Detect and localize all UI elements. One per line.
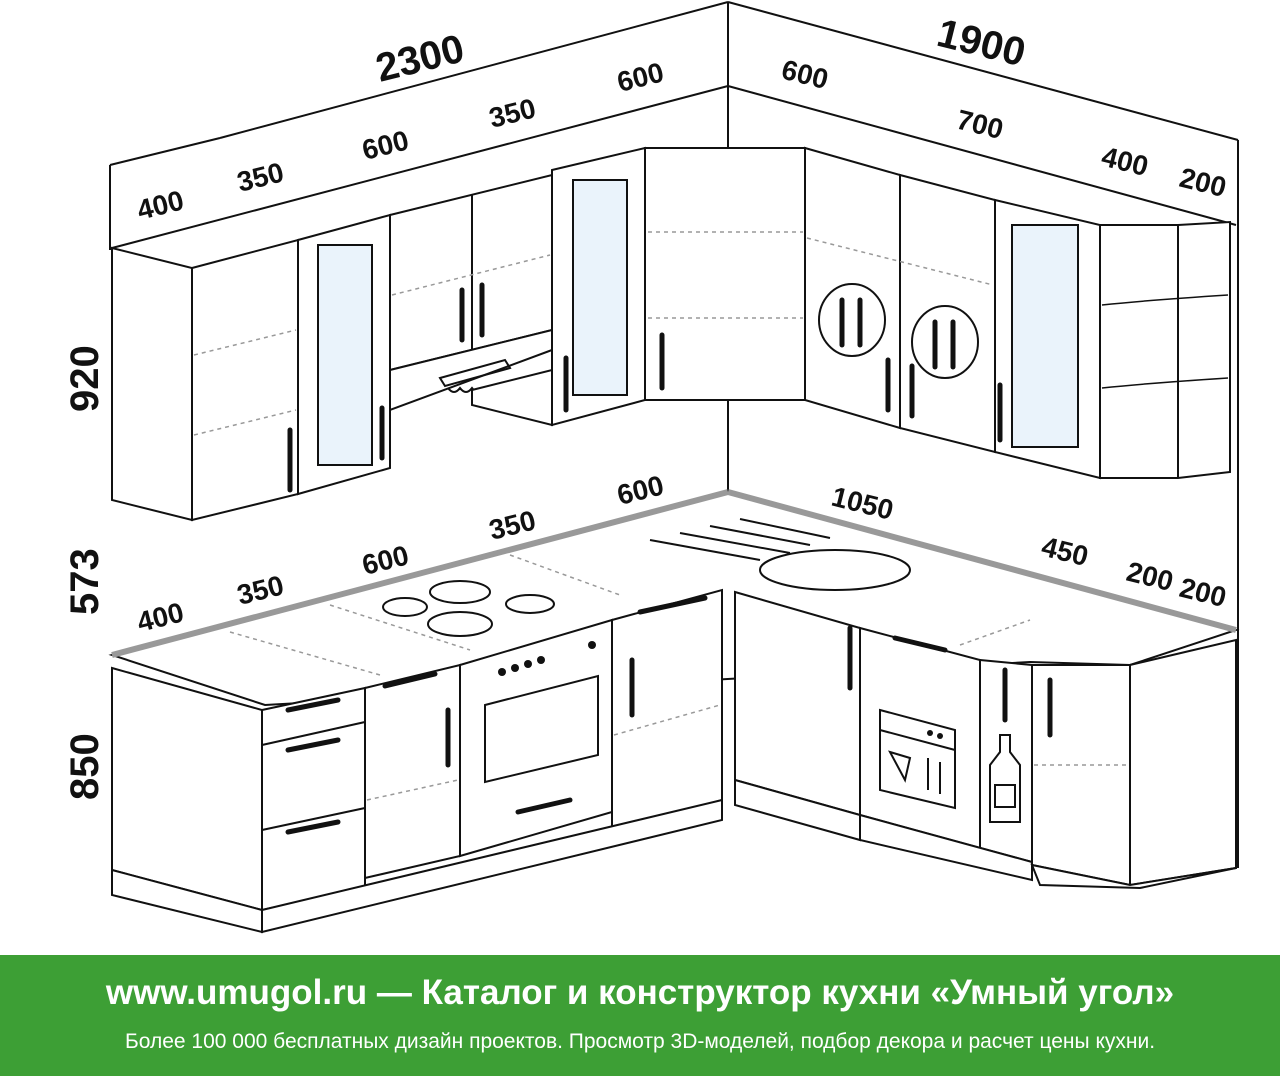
wall-outline xyxy=(109,1,1239,868)
dimension-lower-right-3: 200 xyxy=(1124,556,1177,597)
base-cabinets-left xyxy=(111,588,723,934)
dimension-wall-left: 2300 xyxy=(372,27,469,91)
dimension-upper-left-4: 350 xyxy=(486,92,539,133)
dimension-upper-left-1: 400 xyxy=(134,184,187,225)
dimension-lower-right-2: 450 xyxy=(1039,531,1092,572)
dimension-lower-left-1: 400 xyxy=(134,596,187,637)
dimension-upper-right-1: 600 xyxy=(779,54,832,95)
dimension-upper-left-2: 350 xyxy=(234,156,287,197)
glass-door-right xyxy=(1011,224,1079,448)
upper-cabinets-left xyxy=(111,146,806,522)
dimension-height-upper: 920 xyxy=(63,345,107,412)
dimension-lower-left-4: 350 xyxy=(486,504,539,545)
fork-knife-icon xyxy=(818,283,886,357)
dimension-height-gap: 573 xyxy=(63,548,107,615)
banner-subtitle: Более 100 000 бесплатных дизайн проектов… xyxy=(124,1030,1156,1053)
dimension-height-base: 850 xyxy=(63,733,107,800)
dimension-upper-left-5: 600 xyxy=(614,56,667,97)
dimension-lower-right-4: 200 xyxy=(1177,572,1230,613)
dimension-upper-right-3: 400 xyxy=(1099,141,1152,182)
dimension-upper-right-2: 700 xyxy=(954,104,1007,145)
dishwasher-icon xyxy=(879,708,956,810)
dimension-lower-left-2: 350 xyxy=(234,569,287,610)
kitchen-drawing: .ln { stroke: #111; stroke-width: 2; fil… xyxy=(63,1,1240,934)
bottle-icon xyxy=(989,734,1021,823)
promo-banner: www.umugol.ru — Каталог и конструктор ку… xyxy=(0,955,1280,1076)
oven xyxy=(484,641,599,815)
cooktop xyxy=(382,580,555,637)
upper-cabinets-right xyxy=(804,146,1231,480)
glass-door-left xyxy=(317,244,373,466)
dimension-upper-left-3: 600 xyxy=(359,124,412,165)
glass-door-center xyxy=(572,179,628,396)
sink xyxy=(649,518,911,591)
dimension-lower-left-3: 600 xyxy=(359,539,412,580)
fork-knife-icon xyxy=(911,305,979,379)
dimension-lower-left-5: 600 xyxy=(614,469,667,510)
banner-dash: — xyxy=(376,973,412,1012)
site-link[interactable]: www.umugol.ru xyxy=(105,973,368,1012)
dimension-wall-right: 1900 xyxy=(933,11,1030,75)
base-cabinets-right xyxy=(734,590,1237,890)
dimension-upper-right-4: 200 xyxy=(1177,162,1230,203)
banner-title: Каталог и конструктор кухни «Умный угол» xyxy=(421,973,1175,1012)
banner-headline: www.umugol.ru — Каталог и конструктор ку… xyxy=(0,973,1280,1013)
countertop xyxy=(108,489,1240,707)
